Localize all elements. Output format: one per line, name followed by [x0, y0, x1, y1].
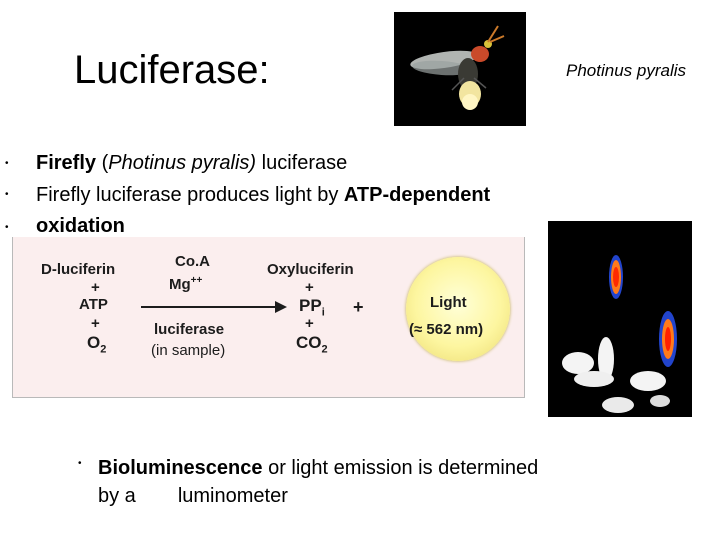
bullet-glyph: •	[5, 158, 9, 169]
reactant-d-luciferin: D-luciferin	[41, 261, 116, 278]
bullet-3: oxidation	[36, 215, 125, 238]
bullet-1-paren: (	[96, 152, 109, 174]
bullet-glyph: •	[78, 458, 82, 469]
enzyme-note: (in sample)	[151, 342, 226, 359]
bullet-1-bold: Firefly	[36, 152, 97, 174]
reactant-atp: ATP	[79, 296, 108, 313]
bullet-2-text: Firefly luciferase produces light by	[36, 184, 344, 206]
mg-symbol: Mg	[169, 276, 191, 293]
enzyme-label: luciferase	[154, 321, 225, 338]
bullet-1: Firefly (Photinus pyralis) luciferase	[36, 152, 347, 175]
reactant-oxygen: O2	[87, 333, 106, 355]
bullet-4-text-line2: by a	[98, 485, 136, 507]
ppi-symbol: PP	[299, 296, 322, 315]
bullet-2-bold: ATP-dependent	[343, 184, 491, 206]
ppi-subscript: i	[321, 306, 325, 319]
bullet-4: Bioluminescence or light emission is det…	[98, 454, 658, 510]
product-oxyluciferin: Oxyluciferin	[267, 261, 354, 278]
bullet-1-text: luciferase	[256, 152, 348, 174]
bullet-glyph: •	[5, 189, 9, 200]
bullet-1-italic: Photinus pyralis)	[108, 152, 257, 174]
reaction-arrow	[141, 301, 287, 313]
firefly-photo	[394, 12, 526, 126]
product-co2: CO2	[296, 333, 328, 355]
oxygen-symbol: O	[87, 333, 101, 352]
bullet-4-luminometer: luminometer	[177, 485, 288, 507]
bullet-4-text: or light emission is determined	[262, 457, 539, 479]
plus-sign: +	[91, 315, 100, 332]
co2-symbol: CO	[296, 333, 322, 352]
oxygen-subscript: 2	[100, 343, 107, 356]
plus-sign: +	[305, 279, 314, 296]
bullet-glyph: •	[5, 222, 9, 233]
plus-sign: +	[305, 315, 314, 332]
bullet-4-bold: Bioluminescence	[98, 457, 263, 479]
species-label: Photinus pyralis	[566, 61, 687, 80]
cofactor-mg: Mg++	[169, 275, 202, 293]
light-wavelength: (≈ 562 nm)	[409, 321, 484, 338]
bullet-3-bold: oxidation	[36, 215, 125, 237]
co2-subscript: 2	[321, 343, 328, 356]
bullet-2: Firefly luciferase produces light by ATP…	[36, 184, 490, 207]
light-circle	[406, 257, 510, 361]
mg-superscript: ++	[190, 275, 203, 286]
luminescence-image	[548, 221, 692, 417]
reaction-diagram: D-luciferin + ATP + O2 Co.A Mg++ lucifer…	[12, 237, 525, 398]
plus-sign: +	[353, 297, 364, 317]
plus-sign: +	[91, 279, 100, 296]
cofactor-coa: Co.A	[175, 253, 210, 270]
slide-title: Luciferase:	[74, 48, 270, 92]
light-title: Light	[430, 294, 467, 311]
product-ppi: PPi	[299, 296, 325, 318]
